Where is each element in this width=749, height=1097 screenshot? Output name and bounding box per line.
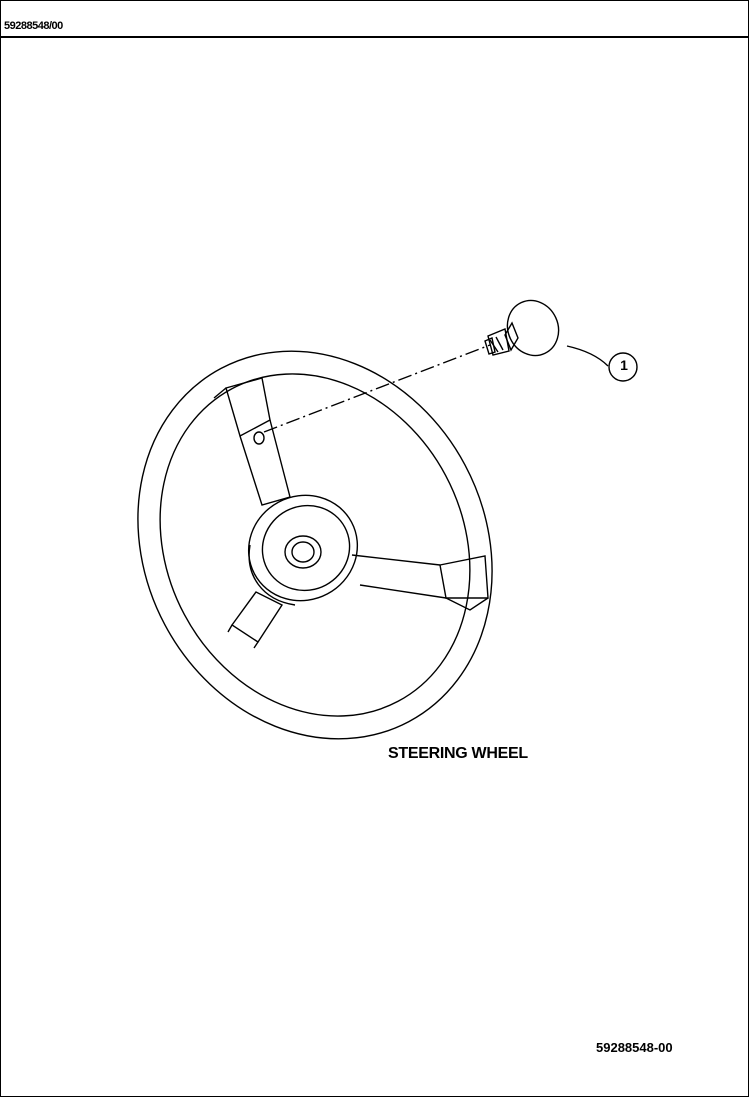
header-bar: 59288548/00 [0, 0, 749, 38]
footer-document-code: 59288548-00 [596, 1040, 673, 1055]
drawing-caption: STEERING WHEEL [388, 745, 528, 762]
assembly-leader-line [263, 344, 491, 433]
wheel-spoke-right [351, 554, 489, 611]
callout-number: 1 [620, 357, 628, 373]
wheel-spoke-lower [227, 591, 284, 649]
callout-circle [608, 352, 638, 382]
wheel-spoke-upper [213, 377, 291, 506]
callout-leader-line [566, 345, 609, 367]
spinner-knob [484, 299, 560, 357]
steering-wheel-rim [137, 350, 493, 740]
wheel-hub [247, 494, 359, 606]
header-document-code: 59288548/00 [4, 20, 63, 32]
